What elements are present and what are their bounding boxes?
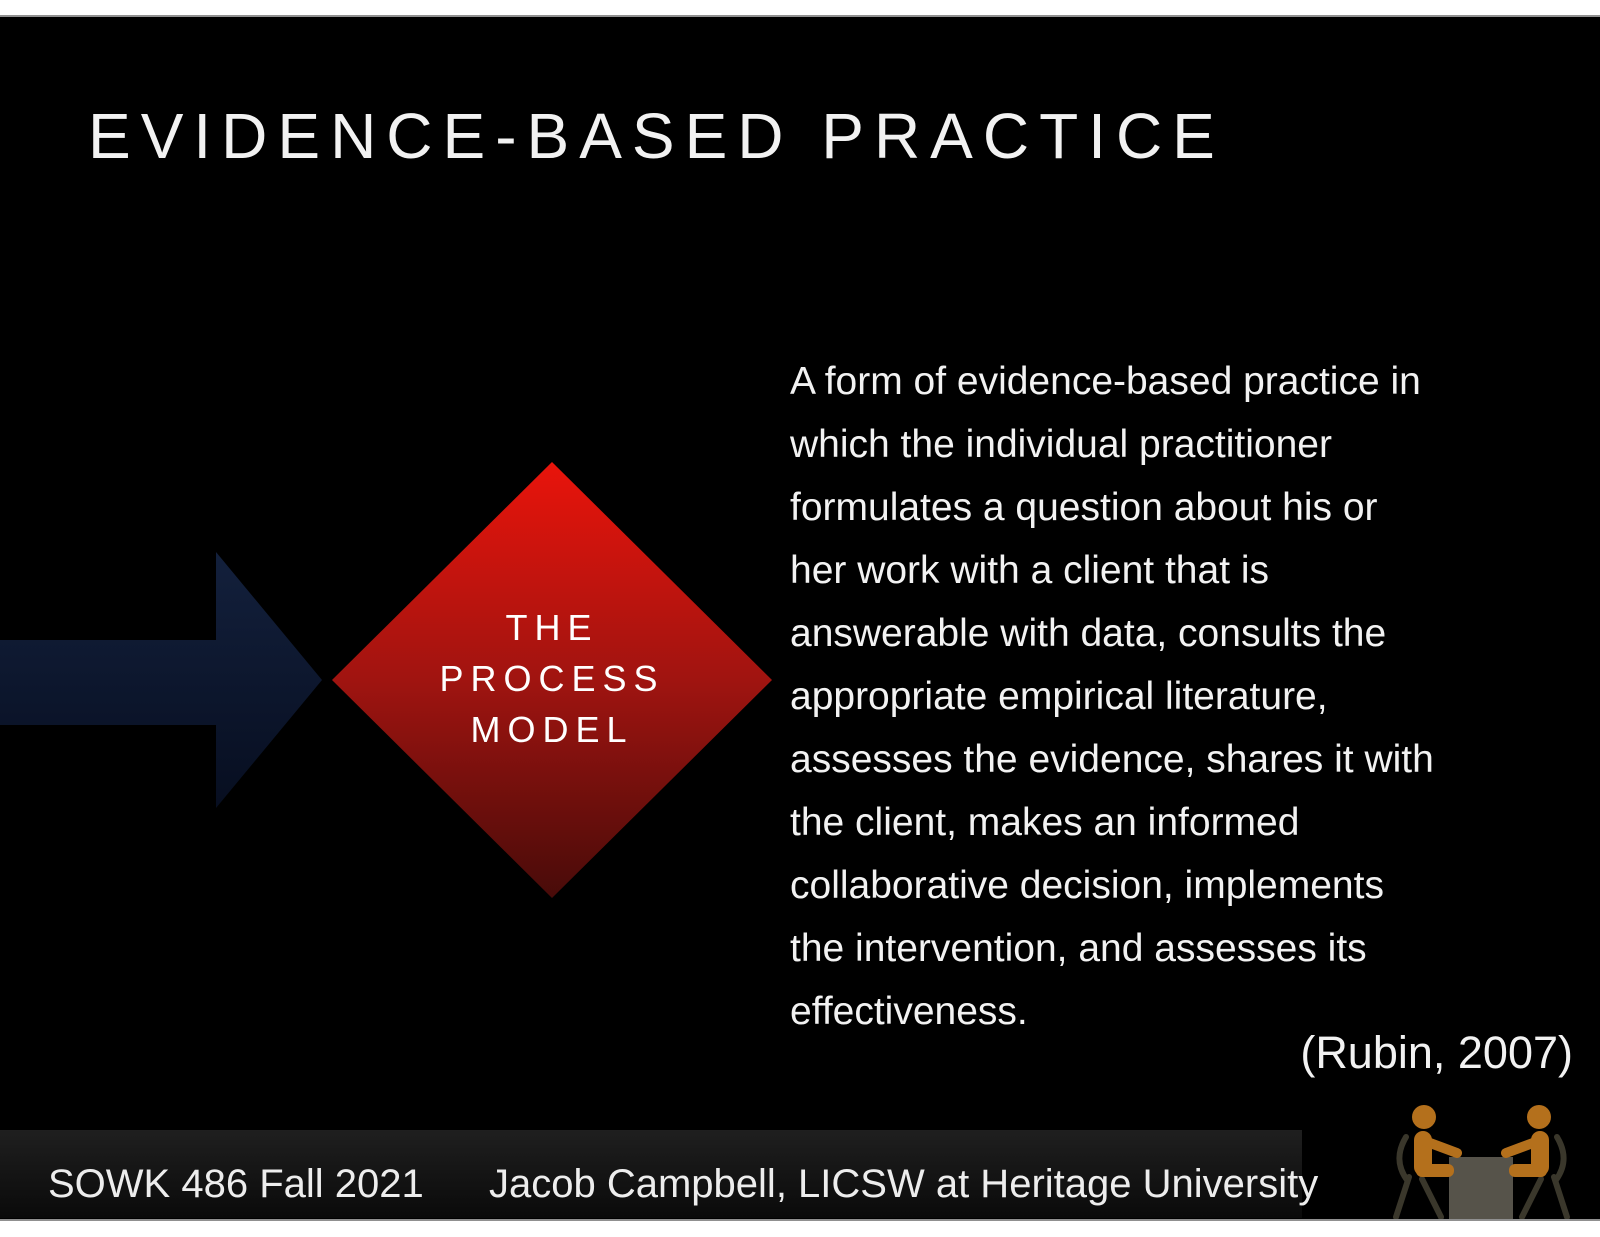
table-shape (1449, 1157, 1513, 1219)
footer-bar: SOWK 486 Fall 2021 Jacob Campbell, LICSW… (0, 1130, 1318, 1218)
process-model-diamond (332, 462, 772, 898)
definition-text: A form of evidence-based practice in whi… (790, 360, 1434, 1033)
diamond-label: THE PROCESS MODEL (439, 607, 665, 750)
footer-author-label: Jacob Campbell, LICSW at Heritage Univer… (489, 1162, 1319, 1206)
person-left-icon (1412, 1105, 1462, 1177)
chair-icons (1393, 1134, 1570, 1219)
two-people-meeting-at-table-icon (1393, 1105, 1570, 1219)
flow-arrow-icon (0, 552, 322, 808)
citation-text: (Rubin, 2007) (1300, 1027, 1573, 1078)
arrow-shape (0, 552, 322, 808)
person-right-icon (1501, 1105, 1551, 1177)
top-edge-strip (0, 0, 1600, 17)
slide-title: EVIDENCE-BASED PRACTICE (88, 100, 1225, 172)
footer-course-label: SOWK 486 Fall 2021 (48, 1162, 424, 1206)
diamond-shape (332, 462, 772, 898)
bottom-edge-strip (0, 1219, 1600, 1237)
